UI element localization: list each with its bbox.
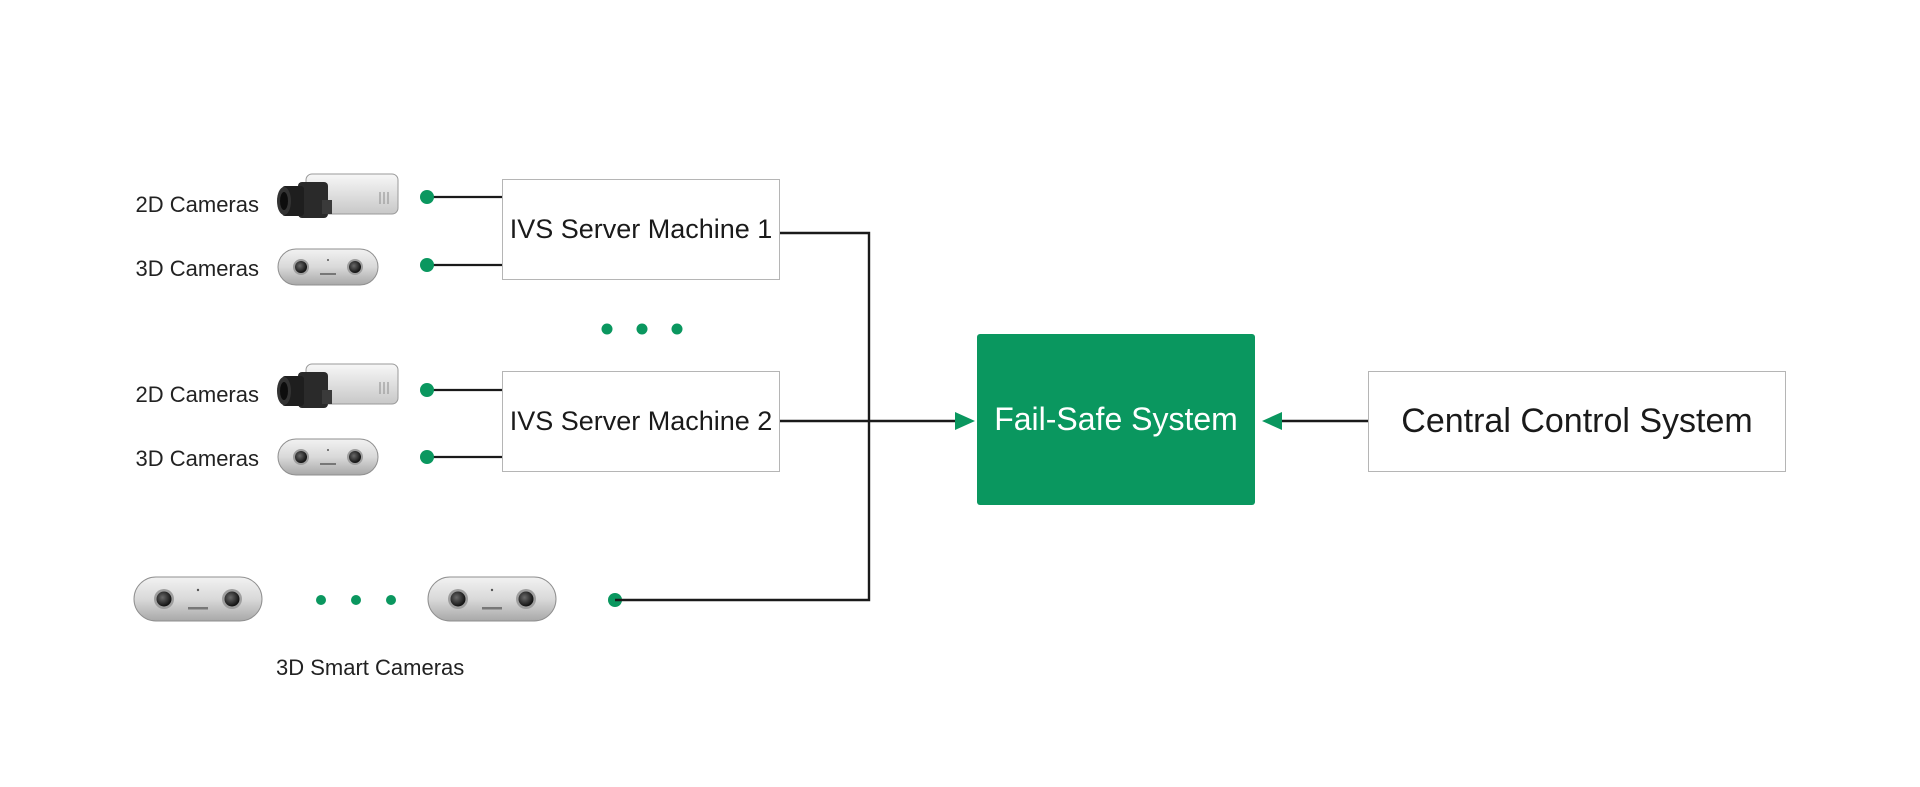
camera-connectors [427, 195, 502, 459]
stereo-camera-icon [133, 576, 263, 622]
stereo-camera-icon [277, 248, 379, 286]
bus-lines [615, 231, 1370, 602]
group-2-3d-label: 3D Cameras [135, 446, 259, 471]
arrow-head-icon [1262, 412, 1282, 430]
group-2-2d-label: 2D Cameras [135, 382, 259, 407]
ivs-server-2: IVS Server Machine 2 [502, 371, 780, 472]
box-camera-icon [276, 363, 399, 409]
central-control-system-label: Central Control System [1401, 402, 1753, 440]
failsafe-system-label: Fail-Safe System [994, 401, 1238, 437]
connector-dots [420, 190, 622, 607]
stereo-camera-icon [427, 576, 557, 622]
ivs-server-2-label: IVS Server Machine 2 [509, 406, 773, 436]
smart-cameras-label: 3D Smart Cameras [276, 655, 465, 680]
arrow-head-icon [955, 412, 975, 430]
ellipsis-dots-icon [316, 595, 396, 605]
ellipsis-dots-icon [601, 323, 683, 335]
box-camera-icon [276, 173, 399, 219]
group-1-3d-label: 3D Cameras [135, 256, 259, 281]
failsafe-system: Fail-Safe System [977, 334, 1255, 505]
ivs-server-1: IVS Server Machine 1 [502, 179, 780, 280]
central-control-system: Central Control System [1368, 371, 1786, 472]
group-1-2d-label: 2D Cameras [135, 192, 259, 217]
ivs-server-1-label: IVS Server Machine 1 [509, 214, 773, 244]
stereo-camera-icon [277, 438, 379, 476]
